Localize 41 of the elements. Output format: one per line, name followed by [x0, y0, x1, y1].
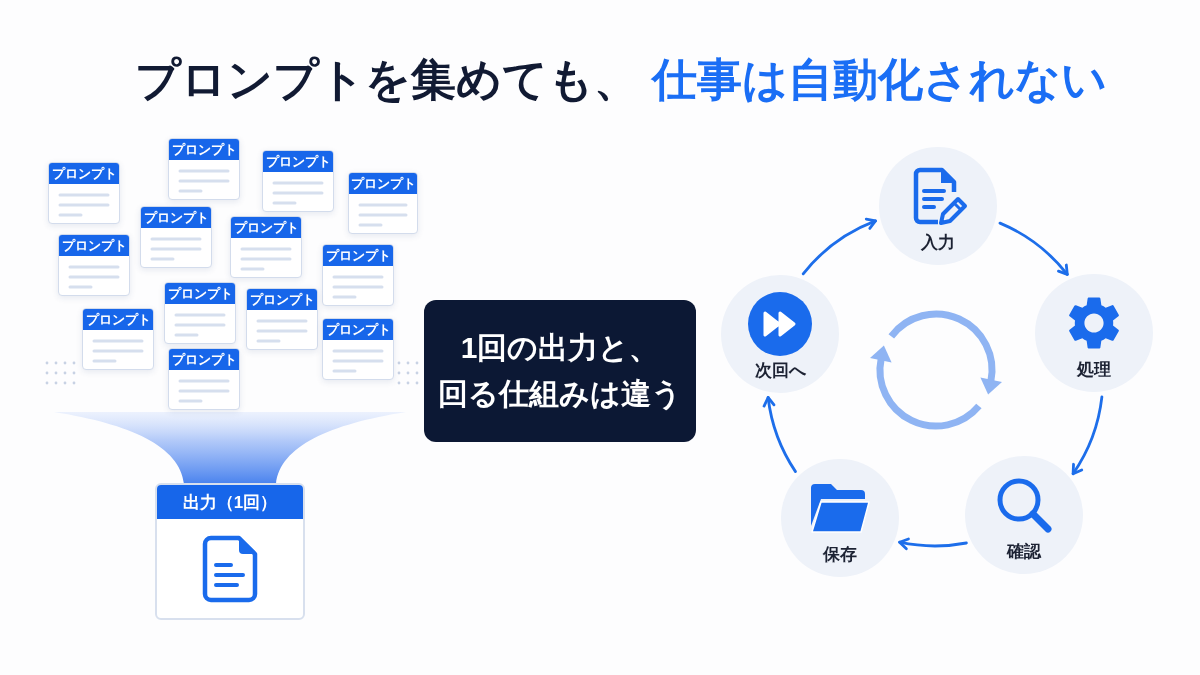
cycle-arrow	[763, 396, 797, 473]
step-label: 入力	[921, 233, 955, 253]
title: プロンプトを集めても、 仕事は自動化されない	[135, 53, 1107, 107]
prompt-card	[322, 318, 394, 380]
prompt-card	[82, 308, 154, 370]
card-title: プロンプト	[323, 245, 393, 266]
cycle-arrow	[998, 221, 1069, 276]
prompt-card	[230, 216, 302, 278]
step-label: 処理	[1077, 360, 1111, 380]
card-title: プロンプト	[169, 139, 239, 160]
prompt-card	[140, 206, 212, 268]
step-label: 次回へ	[754, 361, 806, 381]
card-title: プロンプト	[49, 163, 119, 184]
step-label: 確認	[1007, 542, 1041, 562]
step-label: 保存	[823, 545, 857, 565]
card-title: プロンプト	[83, 309, 153, 330]
prompt-card	[164, 282, 236, 344]
card-title: プロンプト	[263, 151, 333, 172]
prompt-card	[58, 234, 130, 296]
card-title: プロンプト	[231, 217, 301, 238]
prompt-card	[48, 162, 120, 224]
card-title: プロンプト	[323, 319, 393, 340]
panel-text: 1回の出力と、回る仕組みは違う	[437, 330, 683, 412]
prompt-card	[168, 138, 240, 200]
cycle-arrow	[1071, 395, 1104, 476]
prompt-card	[348, 172, 418, 234]
cycle-arrow	[801, 218, 877, 276]
card-title: プロンプト	[169, 349, 239, 370]
card-title: プロンプト	[165, 283, 235, 304]
prompt-card	[168, 348, 240, 410]
card-title: 出力（1回）	[157, 485, 303, 519]
card-title: プロンプト	[59, 235, 129, 256]
message-panel	[424, 300, 696, 442]
cycle-arrow	[898, 537, 968, 550]
card-title: プロンプト	[349, 173, 417, 194]
prompt-card	[262, 150, 334, 212]
card-title: プロンプト	[141, 207, 211, 228]
card-title: プロンプト	[247, 289, 317, 310]
prompt-card	[246, 288, 318, 350]
output-card	[155, 483, 305, 620]
prompt-card	[322, 244, 394, 306]
